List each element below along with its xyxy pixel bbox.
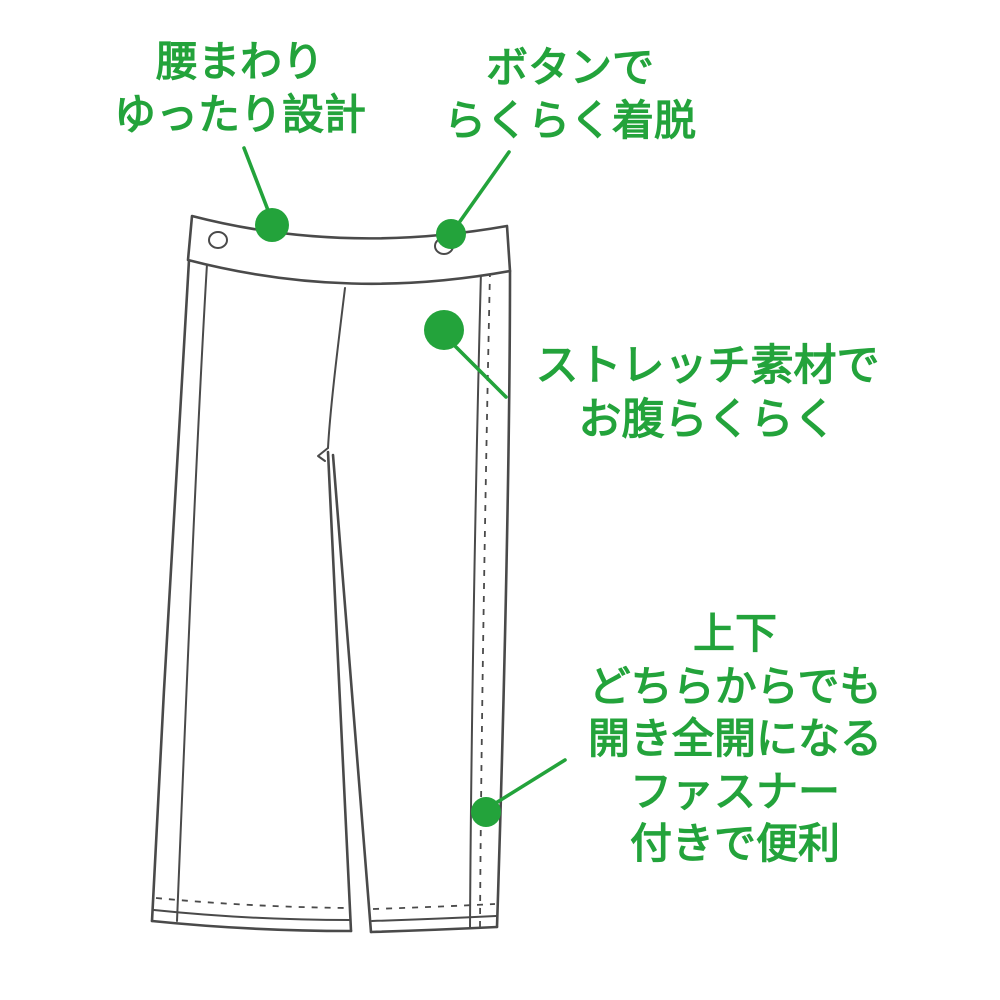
leader-line-waist xyxy=(242,146,273,220)
left-hem xyxy=(150,919,353,933)
right-hem-inner-line xyxy=(371,915,497,922)
right-hem-stitch xyxy=(372,903,496,910)
marker-dot-zipper xyxy=(471,797,501,827)
annotation-waist-roomy-design: 腰まわり ゆったり設計 xyxy=(113,37,366,139)
leader-line-button xyxy=(454,150,511,229)
marker-dot-waist xyxy=(255,208,289,242)
left-snap-button xyxy=(208,231,228,249)
right-outer-seam xyxy=(495,269,512,929)
right-hem xyxy=(369,925,499,934)
crotch-notch xyxy=(317,447,329,462)
left-placket-seam xyxy=(176,263,208,922)
annotation-full-open-zipper: 上下 どちらからでも 開き全開になる ファスナー 付きで便利 xyxy=(587,609,882,868)
left-outer-seam xyxy=(150,258,191,923)
leader-line-zipper xyxy=(489,758,567,808)
marker-dot-stretch xyxy=(424,310,464,350)
leader-line-stretch xyxy=(445,336,508,399)
marker-dot-button xyxy=(436,219,466,249)
annotation-button-easy-on-off: ボタンで らくらく着脱 xyxy=(443,43,696,145)
left-hem-stitch xyxy=(155,897,350,909)
left-inner-seam xyxy=(326,450,353,933)
annotation-stretch-material: ストレッチ素材で お腹らくらく xyxy=(535,341,880,445)
right-placket-stitch xyxy=(479,270,491,928)
center-front-line xyxy=(327,287,346,449)
left-hem-inner-line xyxy=(153,909,351,921)
right-inner-seam xyxy=(331,453,373,934)
